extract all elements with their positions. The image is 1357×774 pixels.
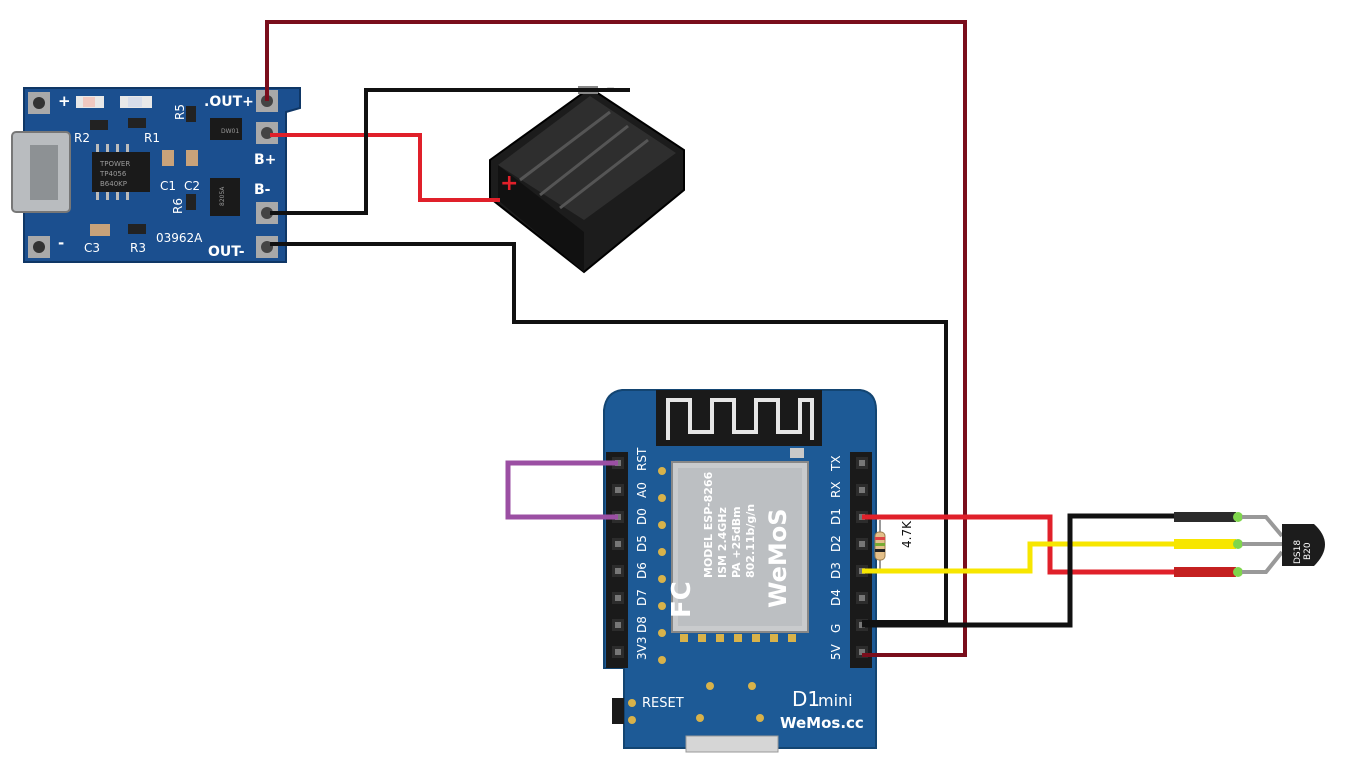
charger-plus-label: + bbox=[58, 92, 71, 110]
battery-holder: + - bbox=[489, 77, 685, 274]
terminal-b-plus-label: B+ bbox=[254, 152, 276, 168]
pin-label-rst: RST bbox=[635, 447, 649, 471]
resistor: 4.7K bbox=[874, 520, 914, 570]
label-r2: R2 bbox=[74, 131, 90, 145]
site-label: WeMos.cc bbox=[780, 714, 864, 732]
charger-module: + - TPOWER TP4056 B640KP DW01 8205A R2 R… bbox=[11, 87, 301, 263]
pin-label-d0: D0 bbox=[635, 508, 649, 525]
board-code: 03962A bbox=[156, 231, 203, 245]
wire-b-minus bbox=[270, 88, 630, 215]
module-wifi: 802.11b/g/n bbox=[744, 504, 757, 578]
wire-rst-d0 bbox=[505, 460, 618, 520]
label-c2: C2 bbox=[184, 179, 200, 193]
label-r5: R5 bbox=[173, 104, 187, 120]
terminal-out-minus-label: OUT- bbox=[208, 244, 245, 260]
resistor-value: 4.7K bbox=[900, 520, 914, 548]
label-c1: C1 bbox=[160, 179, 176, 193]
pin-label-tx: TX bbox=[829, 455, 843, 472]
sensor-line2: B20 bbox=[1303, 542, 1313, 560]
label-r3: R3 bbox=[130, 241, 146, 255]
pin-label-d1: D1 bbox=[829, 508, 843, 525]
fcc-logo: FC bbox=[667, 581, 697, 618]
pin-label-d5: D5 bbox=[635, 535, 649, 552]
label-c3: C3 bbox=[84, 241, 100, 255]
module-ism: ISM 2.4GHz bbox=[716, 507, 729, 578]
module-model: MODEL ESP-8266 bbox=[702, 471, 715, 578]
reset-label: RESET bbox=[642, 696, 684, 711]
chip-brand: TPOWER bbox=[99, 160, 130, 168]
pin-label-5v: 5V bbox=[829, 643, 843, 660]
wire-gnd bbox=[270, 242, 948, 624]
label-r1: R1 bbox=[144, 131, 160, 145]
left-header bbox=[606, 452, 628, 668]
chip-code: B640KP bbox=[100, 180, 127, 188]
wire-sensor-gnd bbox=[862, 513, 1176, 628]
board-name-sub: mini bbox=[818, 691, 853, 710]
pin-label-d2: D2 bbox=[829, 535, 843, 552]
board-name-main: D1 bbox=[792, 687, 820, 711]
label-r6: R6 bbox=[171, 198, 185, 214]
pin-label-rx: RX bbox=[829, 481, 843, 498]
reset-button[interactable] bbox=[612, 698, 624, 724]
pin-label-d4: D4 bbox=[829, 589, 843, 606]
module-brand: WeMoS bbox=[764, 508, 792, 608]
pin-label-g: G bbox=[829, 624, 843, 633]
fs-label: 8205A bbox=[219, 186, 226, 206]
ds18b20-sensor: DS18 B20 bbox=[1174, 512, 1325, 577]
wire-5v bbox=[265, 20, 967, 657]
pin-label-d3: D3 bbox=[829, 562, 843, 579]
tp4056-chip bbox=[92, 152, 150, 192]
pin-label-d6: D6 bbox=[635, 562, 649, 579]
pin-label-d8: D8 bbox=[635, 616, 649, 633]
battery-plus-mark: + bbox=[500, 171, 518, 196]
wire-sensor-data bbox=[862, 541, 1176, 574]
right-header bbox=[850, 452, 872, 668]
d1-usb-port bbox=[685, 735, 779, 753]
wire-b-plus bbox=[270, 133, 500, 202]
wires bbox=[265, 20, 1176, 657]
terminal-out-plus-label: .OUT+ bbox=[204, 94, 254, 110]
chip-model: TP4056 bbox=[99, 170, 127, 178]
pin-label-3v3: 3V3 bbox=[635, 637, 649, 660]
terminal-b-minus-label: B- bbox=[254, 182, 271, 198]
dw01-label: DW01 bbox=[221, 128, 239, 135]
pin-label-d7: D7 bbox=[635, 589, 649, 606]
pin-label-a0: A0 bbox=[635, 482, 649, 498]
charger-minus-label: - bbox=[58, 234, 64, 252]
sensor-line1: DS18 bbox=[1293, 540, 1303, 564]
module-pa: PA +25dBm bbox=[730, 506, 743, 578]
d1-mini-board: FC MODEL ESP-8266 ISM 2.4GHz PA +25dBm 8… bbox=[603, 389, 877, 753]
